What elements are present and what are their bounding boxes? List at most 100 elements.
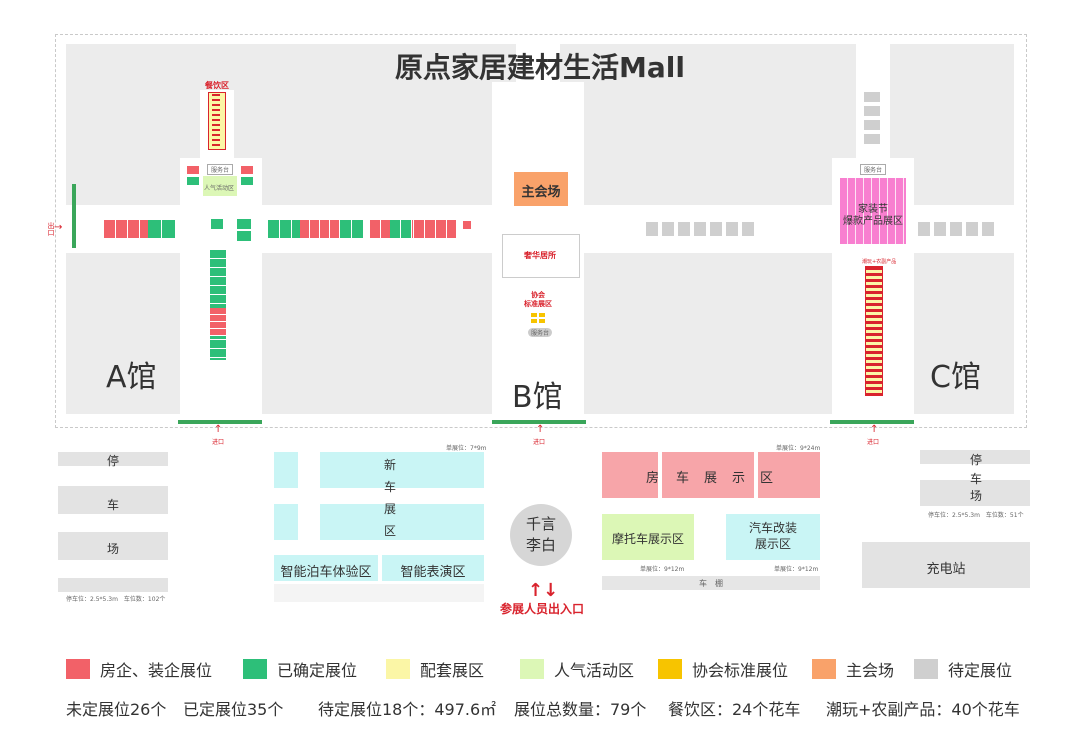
luxury-label: 奢华居所 [524, 251, 556, 260]
legend-item-main-venue: 主会场 [812, 658, 894, 680]
rv-char-2: 车 [676, 471, 690, 486]
booth [462, 220, 472, 230]
booth-column-a [210, 250, 226, 360]
legend-label: 配套展区 [420, 661, 485, 680]
rv-char-5: 区 [760, 471, 774, 486]
legend-label: 主会场 [846, 661, 895, 680]
legend-item-supporting: 配套展区 [386, 658, 484, 680]
legend-swatch [658, 659, 682, 679]
parking-left-char-3: 场 [107, 542, 120, 556]
booth [236, 218, 252, 230]
booth [186, 165, 200, 175]
entrance-b-arrow: ↑ [536, 424, 545, 435]
rv-char-1: 房 [646, 471, 660, 486]
entrance-c-label: 进口 [867, 439, 880, 446]
hall-a-label: A馆 [106, 360, 157, 395]
parking-left-strip-1 [58, 452, 168, 466]
booth [236, 230, 252, 242]
stat-pending: 待定展位18个：497.6㎡ [318, 700, 497, 719]
booth-row-a2-red [300, 220, 340, 238]
booth [538, 312, 546, 318]
smart-show-zone [382, 555, 484, 581]
new-car-shade [274, 584, 484, 602]
booth-row-a3-green [390, 220, 412, 238]
new-car-block-3 [274, 504, 298, 540]
booth [240, 165, 254, 175]
rv-block-1 [602, 452, 658, 498]
trend-stalls [865, 266, 883, 396]
new-car-char-2: 车 [384, 480, 397, 494]
entrance-a-arrow: ↑ [214, 424, 223, 435]
service-desk-b: 服务台 [528, 328, 553, 337]
luxury-zone [502, 234, 580, 278]
new-car-unit: 单展位：7*9m [446, 445, 487, 452]
new-car-block-4 [320, 504, 484, 540]
parking-right-char-1: 停 [970, 453, 983, 467]
new-car-char-3: 展 [384, 502, 397, 516]
booth [186, 176, 200, 186]
legend-item-popular: 人气活动区 [520, 658, 634, 680]
booth [530, 312, 538, 318]
rv-block-3 [758, 452, 820, 498]
legend-item-confirmed: 已确定展位 [243, 658, 357, 680]
service-desk-a: 服务台 [207, 164, 234, 175]
parking-left-strip-3 [58, 532, 168, 560]
booth-column-a-red [210, 308, 226, 336]
parking-right-strip-2 [920, 480, 1030, 506]
main-venue-label: 主会场 [521, 185, 561, 200]
smart-show-label: 智能表演区 [400, 565, 466, 580]
charging-zone [862, 542, 1030, 588]
rv-char-3: 展 [704, 471, 718, 486]
car-mod-zone [726, 514, 820, 560]
entrance-a-bar [178, 420, 262, 424]
visitor-entry-label: 参展人员出入口 [500, 602, 585, 616]
parking-left-note: 停车位：2.5*5.3m 车位数：102个 [66, 596, 166, 603]
shed-zone [602, 576, 820, 590]
legend-label: 已确定展位 [277, 661, 358, 680]
parking-right-strip-1 [920, 450, 1030, 464]
mall-boundary [55, 34, 1027, 428]
parking-left-strip-2 [58, 486, 168, 514]
hall-b-label: B馆 [512, 380, 563, 415]
stat-total: 展位总数量：79个 [514, 700, 647, 719]
corridor-b-top [516, 82, 560, 162]
popular-activity-label: 人气活动区 [204, 185, 235, 192]
assoc-standard-label: 协会 标准展区 [524, 291, 552, 308]
home-fest-zone [840, 178, 906, 244]
exit-left-bar [72, 184, 76, 248]
new-car-block-2 [320, 452, 484, 488]
parking-left-char-1: 停 [107, 454, 120, 468]
booth-row-a1-green [148, 220, 176, 238]
booth [210, 218, 224, 230]
shed-label: 车 棚 [699, 579, 723, 588]
parking-right-char-2: 车 [970, 472, 983, 486]
legend-label: 房企、装企展位 [100, 661, 213, 680]
parking-left-strip-4 [58, 578, 168, 592]
new-car-char-4: 区 [384, 524, 397, 538]
legend-swatch [812, 659, 836, 679]
trend-label: 潮玩+农副产品 [862, 259, 897, 265]
dining-stalls [212, 94, 220, 146]
legend-item-pending: 待定展位 [914, 658, 1012, 680]
exit-left-arrow: → [54, 222, 63, 233]
pending-booths-c [918, 222, 996, 236]
mall-title: 原点家居建材生活Mall [395, 51, 685, 84]
new-car-char-1: 新 [384, 458, 397, 472]
pending-booths-c-top [864, 92, 880, 146]
moto-label: 摩托车展示区 [611, 532, 684, 546]
new-car-block-1 [274, 452, 298, 488]
moto-zone [602, 514, 694, 560]
legend-swatch [243, 659, 267, 679]
parking-right-char-3: 场 [970, 489, 983, 503]
legend-swatch [386, 659, 410, 679]
entrance-a-label: 进口 [212, 439, 225, 446]
qianyan-label: 千言 李白 [525, 515, 556, 554]
legend-swatch [520, 659, 544, 679]
home-fest-label: 家装节 爆款产品展区 [843, 204, 903, 227]
car-mod-label: 汽车改装 展示区 [748, 521, 797, 551]
stat-decided: 已定展位35个 [183, 700, 284, 719]
legend-label: 协会标准展位 [692, 661, 789, 680]
smart-parking-label: 智能泊车体验区 [280, 565, 372, 580]
stat-trend: 潮玩+农副产品：40个花车 [826, 700, 1020, 719]
legend-label: 待定展位 [948, 661, 1013, 680]
